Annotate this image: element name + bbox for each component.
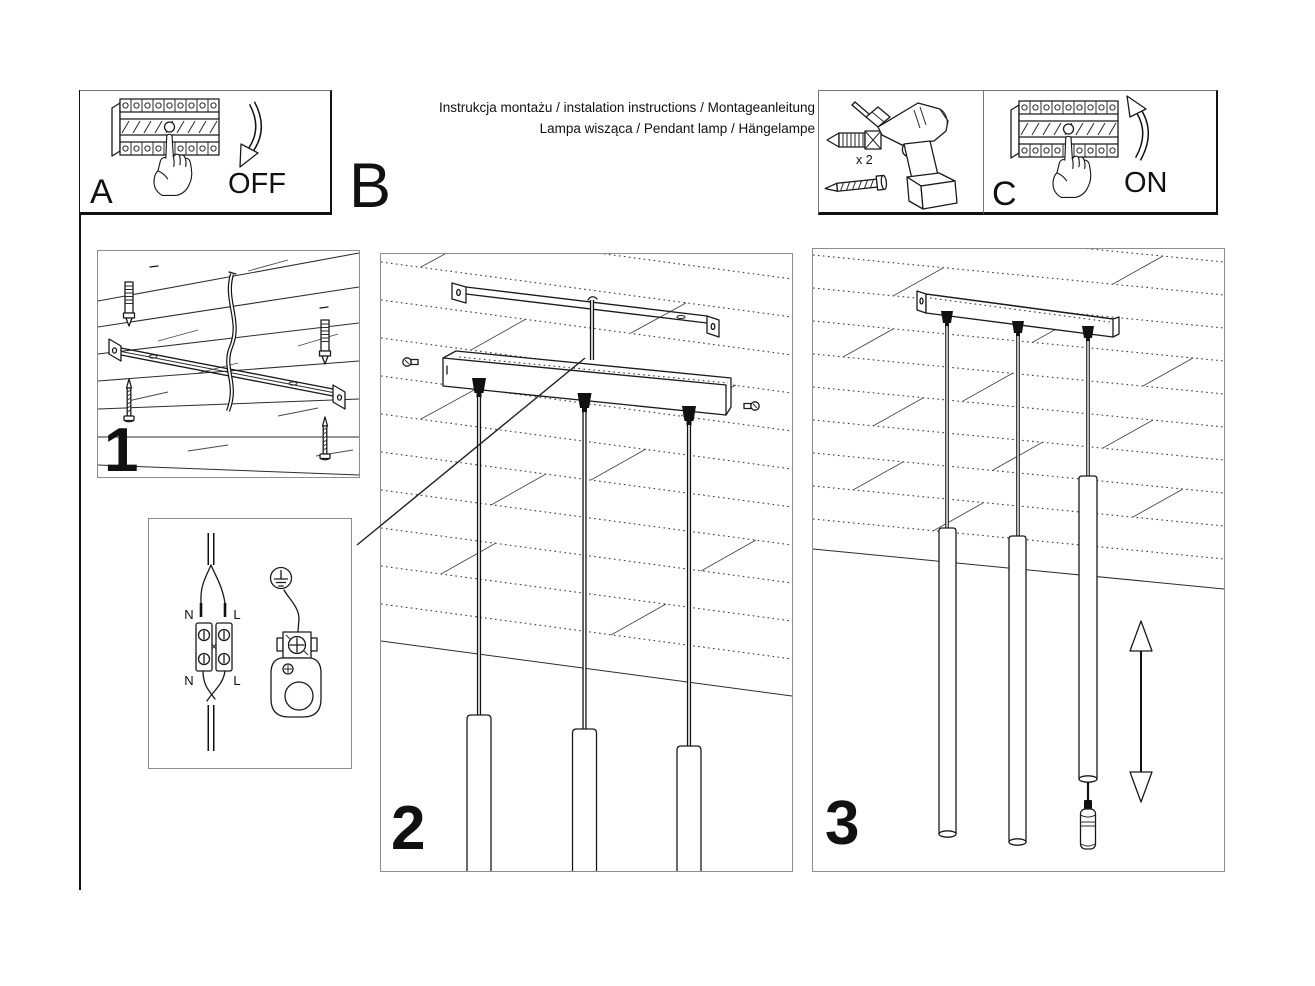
cord-grip-icon bbox=[941, 311, 953, 327]
cord-grip-icon bbox=[682, 406, 696, 426]
ground-symbol-icon bbox=[269, 566, 293, 590]
panel-step-3-adjust: 3 bbox=[812, 248, 1225, 872]
pendant-tube-illustration bbox=[466, 714, 702, 871]
step-2-number: 2 bbox=[391, 794, 425, 863]
wall-anchor-icon bbox=[122, 281, 136, 327]
ceiling-planks-illustration bbox=[381, 254, 792, 697]
cord-grip-icon bbox=[472, 378, 486, 398]
mounting-bracket-illustration bbox=[108, 338, 346, 410]
cord-grip-icon bbox=[1012, 321, 1024, 337]
bulb-socket-illustration bbox=[1079, 782, 1097, 850]
pendant-cord-illustration bbox=[476, 397, 692, 748]
terminal-l-top-label: L bbox=[233, 607, 240, 622]
screw-icon bbox=[402, 357, 419, 367]
terminal-l-bottom-label: L bbox=[233, 673, 240, 688]
wall-anchor-icon bbox=[318, 319, 332, 365]
screw-icon bbox=[743, 401, 760, 411]
terminal-n-top-label: N bbox=[184, 607, 193, 622]
document-title: Instrukcja montażu / instalation instruc… bbox=[390, 97, 815, 139]
cord-grip-icon bbox=[1082, 326, 1094, 342]
screw-icon bbox=[824, 174, 888, 192]
cord-grip-icon bbox=[577, 393, 592, 413]
pendant-cord-illustration bbox=[945, 326, 1090, 538]
panel-tools-required: x 2 bbox=[818, 90, 983, 215]
arrow-curve-up-icon bbox=[1126, 95, 1149, 161]
ground-clamp-illustration bbox=[270, 589, 322, 718]
panel-step-c-power-on: ON C bbox=[983, 90, 1218, 215]
power-cable-illustration bbox=[226, 271, 237, 412]
title-line-2: Lampa wisząca / Pendant lamp / Hängelamp… bbox=[539, 121, 815, 136]
on-label: ON bbox=[1124, 167, 1168, 199]
step-a-letter: A bbox=[90, 173, 113, 211]
panel-step-a-power-off: OFF A bbox=[80, 90, 332, 215]
screw-icon bbox=[319, 416, 331, 461]
ceiling-wire-illustration bbox=[587, 296, 598, 360]
step-1-number: 1 bbox=[104, 416, 138, 477]
title-line-1: Instrukcja montażu / instalation instruc… bbox=[439, 100, 815, 115]
step-c-letter: C bbox=[992, 175, 1017, 212]
arrow-curve-down-icon bbox=[239, 101, 262, 168]
mounting-bracket-illustration bbox=[451, 282, 720, 338]
step-3-number: 3 bbox=[825, 789, 859, 858]
drill-icon bbox=[851, 101, 958, 210]
anchor-quantity-label: x 2 bbox=[856, 153, 873, 167]
panel-step-1-bracket: 1 bbox=[97, 250, 360, 478]
page-left-rule bbox=[79, 90, 81, 890]
panel-wiring-detail: N L N L bbox=[148, 518, 352, 769]
pendant-tube-illustration bbox=[938, 475, 1098, 846]
terminal-n-bottom-label: N bbox=[184, 673, 193, 688]
off-label: OFF bbox=[228, 168, 286, 200]
height-adjust-arrow-icon bbox=[1129, 620, 1153, 803]
panel-step-2-hang-lamp: 2 bbox=[380, 253, 793, 872]
circuit-breaker-illustration bbox=[1010, 100, 1119, 159]
wall-anchor-icon bbox=[826, 130, 882, 150]
ceiling-canopy-illustration bbox=[916, 290, 1120, 338]
circuit-breaker-illustration bbox=[111, 98, 220, 157]
terminal-block-illustration bbox=[195, 533, 233, 751]
step-b-letter: B bbox=[349, 151, 392, 221]
